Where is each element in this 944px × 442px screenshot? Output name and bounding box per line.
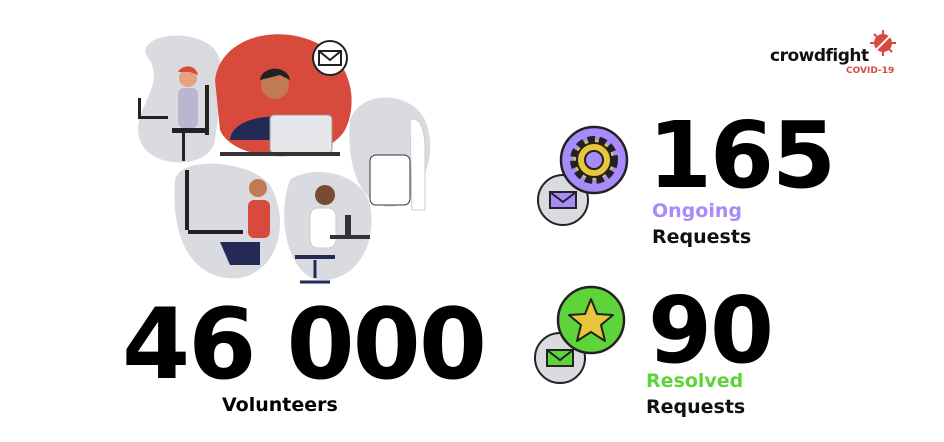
logo-brand: crowdfight bbox=[770, 46, 869, 66]
crowdfight-logo: crowdfight COVID-19 bbox=[770, 28, 910, 78]
resolved-sub: Requests bbox=[646, 396, 746, 418]
volunteers-count: 46 000 bbox=[122, 288, 487, 402]
star-icon bbox=[568, 298, 614, 342]
resolved-count: 90 bbox=[648, 277, 774, 384]
resolved-label: Resolved bbox=[646, 370, 744, 392]
virus-icon bbox=[869, 29, 897, 57]
resolved-icon bbox=[534, 285, 626, 384]
ongoing-icon bbox=[537, 125, 629, 226]
ongoing-label: Ongoing bbox=[652, 200, 742, 222]
logo-sub: COVID-19 bbox=[846, 66, 895, 76]
ongoing-sub: Requests bbox=[652, 226, 752, 248]
ongoing-count: 165 bbox=[648, 102, 836, 209]
gear-icon bbox=[570, 136, 618, 184]
volunteers-label: Volunteers bbox=[222, 394, 338, 416]
volunteers-illustration bbox=[138, 34, 431, 284]
